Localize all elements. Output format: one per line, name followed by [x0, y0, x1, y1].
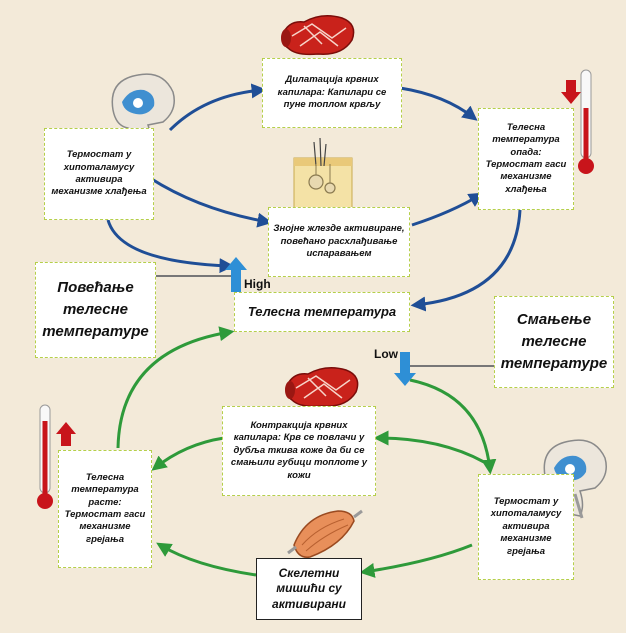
- arrow-thermostat-to-contraction: [373, 430, 485, 464]
- dilation-box: Дилатација крвних капилара: Капилари се …: [262, 58, 402, 128]
- arrow-temp-drop-to-body-temp: [410, 209, 522, 312]
- temp-drops-box: Телесна температура опада: Термостат гас…: [478, 108, 574, 210]
- low-label: Low: [374, 347, 398, 361]
- muscles-text: Скелетни мишићи су активирани: [272, 565, 346, 611]
- arrow-temp-rise-to-body-temp: [116, 326, 235, 449]
- muscles-box: Скелетни мишићи су активирани: [256, 558, 362, 620]
- arrow-thermostat-to-dilation: [168, 83, 267, 132]
- red-arrow-up-icon: [56, 422, 76, 446]
- dilation-text: Дилатација крвних капилара: Капилари се …: [277, 74, 387, 111]
- decrease-text: Смањење телесне температуре: [500, 311, 608, 372]
- cooling-thermostat-text: Термостат у хипоталамусу активира механи…: [51, 149, 147, 198]
- high-label: High: [244, 277, 271, 291]
- temp-rises-box: Телесна температура расте: Термостат гас…: [58, 450, 152, 568]
- blue-up-arrow-icon: [225, 257, 247, 292]
- warming-thermostat-text: Термостат у хипоталамусу активира механи…: [490, 496, 562, 557]
- contraction-box: Контракција крвних капилара: Крв се повл…: [222, 406, 376, 496]
- body-temp-box: Телесна температура: [234, 292, 410, 332]
- decrease-box: Смањење телесне температуре: [494, 296, 614, 388]
- sweat-glands-text: Знојне жлезде активиране, повећано расхл…: [273, 223, 405, 260]
- blood-vessel-icon: [285, 367, 359, 408]
- arrow-low-to-thermostat: [409, 378, 497, 475]
- increase-box: Повећање телесне температуре: [35, 262, 156, 358]
- contraction-text: Контракција крвних капилара: Крв се повл…: [230, 420, 368, 481]
- blood-vessel-icon: [281, 15, 355, 56]
- arrow-thermostat-to-sweat: [149, 176, 273, 228]
- sweat-glands-box: Знојне жлезде активиране, повећано расхл…: [268, 207, 410, 277]
- increase-text: Повећање телесне температуре: [42, 279, 149, 340]
- temp-drops-text: Телесна температура опада: Термостат гас…: [485, 121, 567, 195]
- arrow-thermostat-to-high: [106, 219, 235, 274]
- cooling-thermostat-box: Термостат у хипоталамусу активира механи…: [44, 128, 154, 220]
- arrow-muscles-to-temp-rise: [156, 542, 257, 577]
- body-temp-text: Телесна температура: [247, 303, 397, 319]
- thermometer-icon: [578, 69, 594, 174]
- blue-down-arrow-icon: [394, 352, 416, 386]
- warming-thermostat-box: Термостат у хипоталамусу активира механи…: [478, 474, 574, 580]
- arrow-thermostat-to-muscles: [359, 543, 473, 578]
- red-arrow-down-icon: [561, 80, 581, 104]
- thermometer-icon: [37, 404, 53, 509]
- muscle-icon: [287, 509, 363, 558]
- sweat-gland-skin-icon: [293, 137, 353, 209]
- arrow-sweat-to-temp-drop: [411, 192, 484, 227]
- arrow-dilation-to-temp-drop: [399, 86, 478, 121]
- temp-rises-text: Телесна температура расте: Термостат гас…: [64, 471, 146, 545]
- arrow-contraction-to-temp-rise: [151, 436, 225, 471]
